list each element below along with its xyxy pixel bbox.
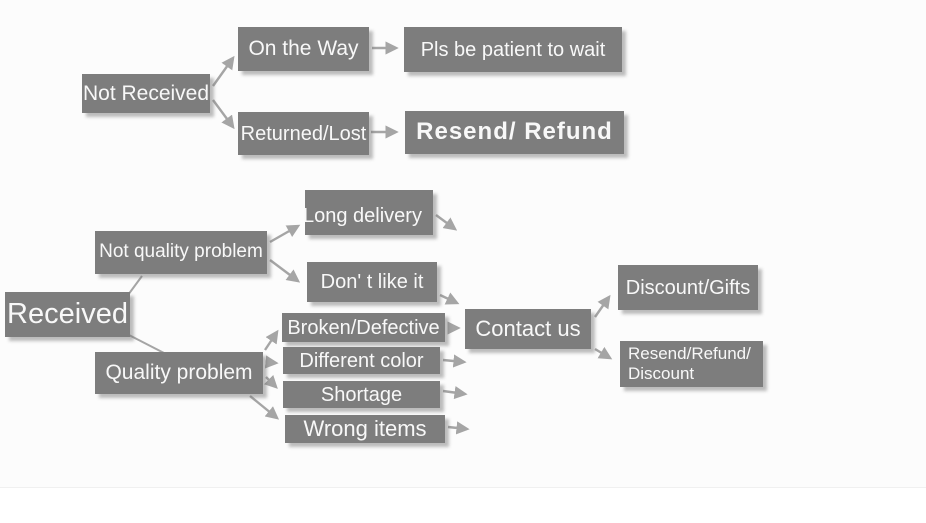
node-resend-refund-discount-line1: Resend/Refund/ <box>628 343 751 363</box>
node-wrong-items: Wrong items <box>285 415 445 443</box>
node-long-delivery: Long delivery <box>303 190 433 235</box>
node-not-quality-problem: Not quality problem <box>95 231 267 274</box>
node-shortage: Shortage <box>283 381 440 408</box>
node-discount-gifts: Discount/Gifts <box>618 265 758 310</box>
node-received: Received <box>5 292 130 337</box>
node-resend-refund-discount-line2: Discount <box>628 364 695 383</box>
node-on-the-way: On the Way <box>238 27 369 71</box>
node-pls-be-patient: Pls be patient to wait <box>404 27 622 72</box>
node-dont-like-it: Don' t like it <box>307 262 437 302</box>
node-not-received: Not Received <box>82 74 210 113</box>
node-resend-refund-discount: Resend/Refund/ Discount <box>620 341 763 387</box>
node-returned-lost: Returned/Lost <box>238 112 369 155</box>
node-different-color: Different color <box>283 347 440 374</box>
node-quality-problem: Quality problem <box>95 352 263 394</box>
node-contact-us: Contact us <box>465 309 591 349</box>
node-resend-refund: Resend/ Refund <box>405 111 624 154</box>
node-broken-defective: Broken/Defective <box>282 313 445 342</box>
